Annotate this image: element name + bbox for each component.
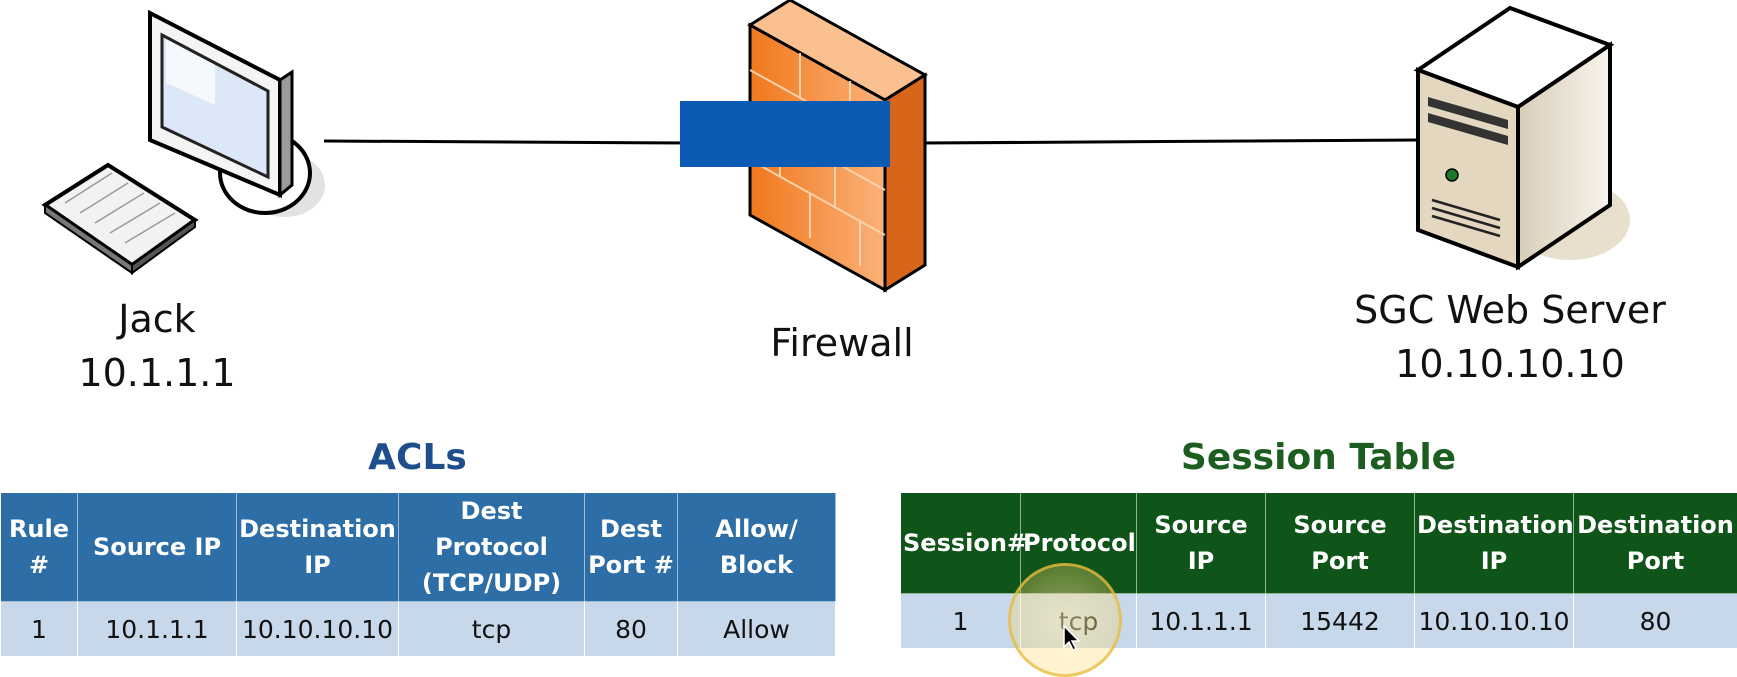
acl-header-text: Dest <box>587 511 675 547</box>
server-label: SGC Web Server 10.10.10.10 <box>1330 283 1690 391</box>
acl-header-text: Destination <box>239 511 396 547</box>
cursor-highlight <box>1008 563 1122 677</box>
session-title: Session Table <box>900 437 1737 478</box>
session-header-text: Source IP <box>1139 507 1263 579</box>
packet-block <box>680 101 890 167</box>
session-header-text: Port <box>1576 543 1735 579</box>
jack-name: Jack <box>57 292 257 346</box>
acl-header-text: IP <box>239 547 396 583</box>
session-header-cell: Source IP <box>1137 493 1266 594</box>
acl-header-cell: Allow/Block <box>678 493 836 602</box>
session-header-text: Session# <box>903 525 1018 561</box>
jack-ip: 10.1.1.1 <box>57 346 257 400</box>
acl-header-cell: Rule# <box>1 493 78 602</box>
acl-header-text: Rule <box>3 511 75 547</box>
acl-header-text: # <box>3 547 75 583</box>
session-cell: 1 <box>901 594 1021 649</box>
acl-cell: tcp <box>399 602 585 657</box>
acl-header-text: Block <box>680 547 833 583</box>
acl-cell: 10.10.10.10 <box>237 602 399 657</box>
link-firewall-server <box>924 140 1420 143</box>
acl-cell: 80 <box>585 602 678 657</box>
jack-label: Jack 10.1.1.1 <box>57 292 257 400</box>
session-cell: 80 <box>1574 594 1737 649</box>
session-cell: 15442 <box>1266 594 1415 649</box>
session-header-text: Source <box>1268 507 1412 543</box>
acl-header-text: (TCP/UDP) <box>401 565 582 601</box>
server-tower-icon <box>1410 5 1635 270</box>
firewall-label: Firewall <box>742 316 942 370</box>
server-name: SGC Web Server <box>1330 283 1690 337</box>
session-header-text: Destination <box>1576 507 1735 543</box>
session-header-text: Port <box>1268 543 1412 579</box>
link-jack-firewall <box>324 141 690 143</box>
session-header-cell: Session# <box>901 493 1021 594</box>
session-cell: 10.1.1.1 <box>1137 594 1266 649</box>
acl-header-text: Port # <box>587 547 675 583</box>
acl-cell: 1 <box>1 602 78 657</box>
desktop-computer-icon <box>40 5 340 275</box>
server-ip: 10.10.10.10 <box>1330 337 1690 391</box>
mouse-pointer-icon <box>1063 625 1081 651</box>
acl-header-cell: Dest Protocol(TCP/UDP) <box>399 493 585 602</box>
session-cell: 10.10.10.10 <box>1415 594 1574 649</box>
firewall-name: Firewall <box>742 316 942 370</box>
acl-title: ACLs <box>0 437 835 478</box>
session-header-text: Protocol <box>1023 525 1134 561</box>
acl-header-text: Source IP <box>80 529 234 565</box>
acl-header-text: Dest Protocol <box>401 493 582 565</box>
acl-header-cell: Source IP <box>78 493 237 602</box>
acl-cell: Allow <box>678 602 836 657</box>
acl-header-text: Allow/ <box>680 511 833 547</box>
acl-cell: 10.1.1.1 <box>78 602 237 657</box>
session-header-text: Destination <box>1417 507 1571 543</box>
session-header-text: IP <box>1417 543 1571 579</box>
